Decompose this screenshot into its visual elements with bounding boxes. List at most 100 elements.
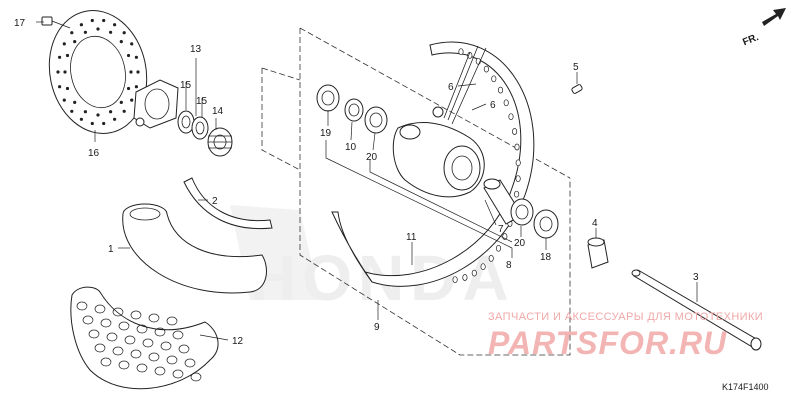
- rim-spoke-hole: [452, 276, 458, 284]
- tire-tread-block: [178, 344, 190, 354]
- disc-hole: [56, 70, 60, 74]
- disc-hole: [62, 42, 66, 46]
- rim-spoke-hole: [491, 75, 497, 83]
- callout-4: 4: [592, 218, 598, 229]
- callout-14: 14: [212, 106, 224, 117]
- tire-tread-block: [100, 357, 112, 367]
- tire-tread-block: [136, 363, 148, 373]
- disc-hole: [122, 31, 126, 35]
- disc-hole: [73, 40, 77, 44]
- rim-spoke-hole: [471, 269, 477, 277]
- bearing-19: [316, 84, 340, 112]
- disc-hole: [129, 70, 133, 74]
- tire-tread-block: [142, 338, 154, 348]
- callout-16: 16: [88, 148, 100, 159]
- tire-tread-block: [154, 366, 166, 376]
- leader-lines: [36, 21, 698, 341]
- rim-spoke-hole: [508, 113, 514, 121]
- rim-spoke-hole: [503, 99, 509, 107]
- rim-spoke-hole: [480, 263, 486, 271]
- inner-tube: [122, 203, 267, 294]
- rim-band: [183, 177, 273, 230]
- disc-hole: [134, 85, 138, 89]
- disc-hole: [126, 53, 131, 58]
- rim-spoke-hole: [483, 65, 489, 73]
- tire-tread-block: [184, 358, 196, 368]
- rim-spoke-hole: [462, 274, 468, 281]
- callout-15-b: 15: [196, 96, 208, 107]
- disc-hole: [113, 23, 117, 27]
- disc-hole: [130, 42, 134, 46]
- brake-disc: [48, 10, 148, 134]
- disc-hole: [134, 55, 138, 59]
- rim-spoke-hole: [512, 128, 518, 135]
- tire-tread-block: [124, 335, 136, 345]
- speedometer-gear: [207, 127, 233, 157]
- shop-watermark: ЗАПЧАСТИ И АКСЕССУАРЫ ДЛЯ МОТОТЕХНИКИ PA…: [488, 311, 763, 361]
- callout-1: 1: [108, 244, 114, 255]
- tire-tread-block: [172, 369, 184, 379]
- disc-hole: [96, 113, 100, 117]
- disc-bolt: [41, 16, 71, 29]
- diagram-code: K174F1400: [722, 382, 769, 392]
- tire-tread-block: [106, 332, 118, 342]
- tire-tread-block: [130, 310, 142, 320]
- callout-13: 13: [190, 44, 202, 55]
- disc-hole: [83, 30, 87, 34]
- tire-tread-block: [112, 346, 124, 356]
- rim-spoke-hole: [488, 255, 494, 262]
- disc-hole: [65, 53, 70, 58]
- callout-17: 17: [14, 18, 26, 29]
- callout-3: 3: [693, 272, 699, 283]
- disc-hole: [109, 30, 113, 34]
- callout-12: 12: [232, 336, 244, 347]
- rim-spoke-hole: [515, 175, 521, 183]
- callout-7: 7: [498, 224, 504, 235]
- callout-6-b: 6: [490, 100, 496, 111]
- seal-ring-2: [191, 116, 209, 140]
- bearing-20-left: [364, 106, 388, 134]
- tire-tread-block: [136, 324, 148, 334]
- tire-tread-block: [118, 360, 130, 370]
- spokes: [443, 45, 487, 125]
- tire-tread-block: [94, 304, 106, 314]
- disc-hole: [70, 109, 74, 113]
- tire-tread-block: [130, 349, 142, 359]
- disc-hole: [102, 18, 106, 23]
- disc-hole: [79, 23, 83, 27]
- axle-collar: [587, 237, 609, 269]
- disc-hole: [96, 27, 100, 31]
- rim-spoke-hole: [495, 244, 502, 252]
- seal-ring-1: [177, 110, 195, 134]
- tire-tread-block: [166, 355, 178, 365]
- watermark-tagline: ЗАПЧАСТИ И АКСЕССУАРЫ ДЛЯ МОТОТЕХНИКИ: [488, 311, 763, 323]
- tire-tread-block: [166, 316, 178, 326]
- callout-6-a: 6: [448, 82, 454, 93]
- disc-hole: [70, 31, 74, 35]
- disc-hole: [62, 98, 66, 102]
- disc-hole: [58, 85, 62, 89]
- tire-tread-block: [190, 372, 202, 382]
- disc-hole: [136, 70, 140, 74]
- rim-spoke-hole: [458, 48, 464, 56]
- disc-hole: [122, 109, 126, 113]
- callout-20-b: 20: [514, 238, 526, 249]
- disc-hole: [113, 117, 117, 121]
- wheel-hub: [392, 106, 485, 198]
- rim-spoke-hole: [497, 86, 504, 94]
- disc-hole: [65, 86, 70, 91]
- rim-spoke-hole: [515, 159, 521, 167]
- tire-tread-block: [148, 352, 160, 362]
- front-direction-arrow: FR.: [741, 8, 786, 48]
- tire-tread-block: [172, 330, 184, 340]
- disc-hole: [130, 98, 134, 102]
- callout-19: 19: [320, 128, 332, 139]
- disc-hole: [119, 40, 123, 44]
- bearing-18: [533, 209, 559, 239]
- callout-18: 18: [540, 252, 552, 263]
- disc-hole: [119, 100, 123, 104]
- disc-hole: [90, 121, 94, 126]
- tire-tread-block: [112, 307, 124, 317]
- speedometer-gearbox: [133, 79, 179, 129]
- tire-tread-block: [100, 318, 112, 328]
